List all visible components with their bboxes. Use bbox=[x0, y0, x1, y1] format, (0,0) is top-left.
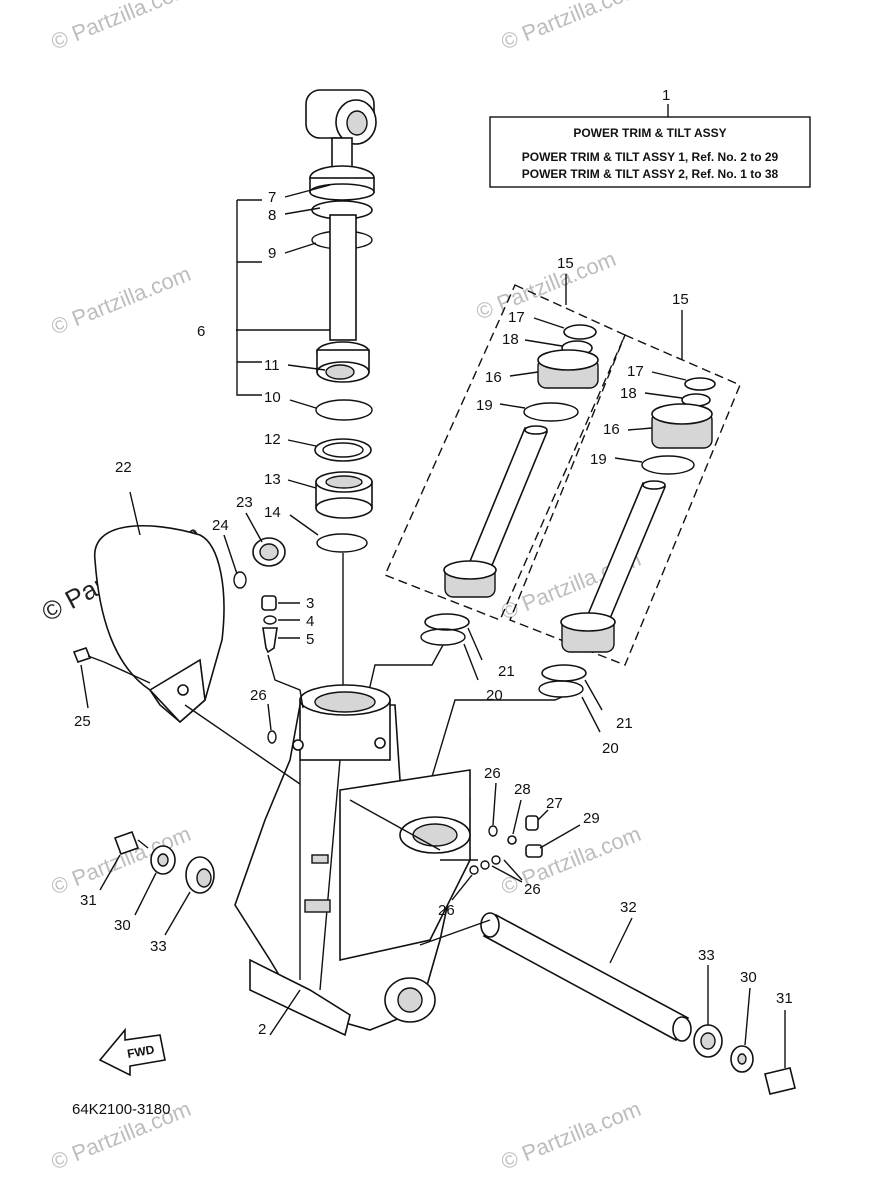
manual-valve-parts bbox=[261, 595, 304, 709]
title-box: 1 POWER TRIM & TILT ASSY POWER TRIM & TI… bbox=[489, 87, 811, 188]
callout-18: 18 bbox=[502, 331, 519, 348]
callout-30: 30 bbox=[114, 917, 131, 934]
callout-28: 28 bbox=[514, 781, 531, 798]
callout-17: 17 bbox=[508, 309, 525, 326]
callout-14: 14 bbox=[264, 504, 281, 521]
callout-16: 16 bbox=[485, 369, 502, 386]
title-line-1: POWER TRIM & TILT ASSY 1, Ref. No. 2 to … bbox=[522, 150, 779, 164]
callout-20: 20 bbox=[486, 687, 503, 704]
callout-2: 2 bbox=[258, 1021, 266, 1038]
piston-kits bbox=[384, 274, 741, 666]
tilt-shaft-parts bbox=[99, 830, 796, 1095]
callout-30: 30 bbox=[740, 969, 757, 986]
motor-cover bbox=[72, 491, 301, 785]
callout-23: 23 bbox=[236, 494, 253, 511]
callout-10: 10 bbox=[264, 389, 281, 406]
title-line-2: POWER TRIM & TILT ASSY 2, Ref. No. 1 to … bbox=[522, 167, 779, 181]
watermark: © Partzilla.com bbox=[48, 261, 195, 340]
watermark: © Partzilla.com bbox=[498, 1096, 645, 1175]
watermark: © Partzilla.com bbox=[473, 246, 620, 325]
small-valve-parts bbox=[349, 782, 581, 901]
callout-20: 20 bbox=[602, 740, 619, 757]
callout-31: 31 bbox=[776, 990, 793, 1007]
callout-6: 6 bbox=[197, 323, 205, 340]
callout-5: 5 bbox=[306, 631, 314, 648]
seal-rings bbox=[367, 613, 603, 821]
callout-25: 25 bbox=[74, 713, 91, 730]
callout-12: 12 bbox=[264, 431, 281, 448]
callout-numbers: 2 3 4 5 6 7 8 9 10 11 12 13 14 15 15 16 … bbox=[74, 189, 793, 1038]
callout-33: 33 bbox=[698, 947, 715, 964]
callout-19: 19 bbox=[590, 451, 607, 468]
forward-arrow-icon: FWD bbox=[98, 1027, 166, 1077]
callout-26: 26 bbox=[250, 687, 267, 704]
callout-18: 18 bbox=[620, 385, 637, 402]
callout-33: 33 bbox=[150, 938, 167, 955]
callout-29: 29 bbox=[583, 810, 600, 827]
tilt-rod-assembly bbox=[305, 89, 377, 700]
callout-19: 19 bbox=[476, 397, 493, 414]
callout-26: 26 bbox=[484, 765, 501, 782]
callout-16: 16 bbox=[603, 421, 620, 438]
watermark: © Partzilla.com bbox=[498, 0, 645, 55]
drawing-code: 64K2100-3180 bbox=[72, 1101, 170, 1118]
callout-21: 21 bbox=[616, 715, 633, 732]
callout-32: 32 bbox=[620, 899, 637, 916]
callout-8: 8 bbox=[268, 207, 276, 224]
callout-7: 7 bbox=[268, 189, 276, 206]
watermark: © Partzilla.com bbox=[48, 0, 195, 55]
callout-bracket bbox=[236, 184, 331, 536]
callout-21: 21 bbox=[498, 663, 515, 680]
callout-11: 11 bbox=[264, 357, 280, 374]
callout-26: 26 bbox=[524, 881, 541, 898]
callout-13: 13 bbox=[264, 471, 281, 488]
watermark: © Partzilla.com bbox=[498, 821, 645, 900]
callout-1: 1 bbox=[662, 87, 670, 104]
fwd-label: FWD bbox=[126, 1042, 156, 1061]
callout-17: 17 bbox=[627, 363, 644, 380]
callout-15: 15 bbox=[672, 291, 689, 308]
callout-3: 3 bbox=[306, 595, 314, 612]
callout-26: 26 bbox=[438, 902, 455, 919]
callout-24: 24 bbox=[212, 517, 229, 534]
callout-15: 15 bbox=[557, 255, 574, 272]
title-heading: POWER TRIM & TILT ASSY bbox=[573, 126, 726, 140]
callout-4: 4 bbox=[306, 613, 314, 630]
callout-27: 27 bbox=[546, 795, 563, 812]
callout-9: 9 bbox=[268, 245, 276, 262]
cylinder-housing bbox=[234, 684, 471, 1037]
callout-22: 22 bbox=[115, 459, 132, 476]
callout-31: 31 bbox=[80, 892, 97, 909]
